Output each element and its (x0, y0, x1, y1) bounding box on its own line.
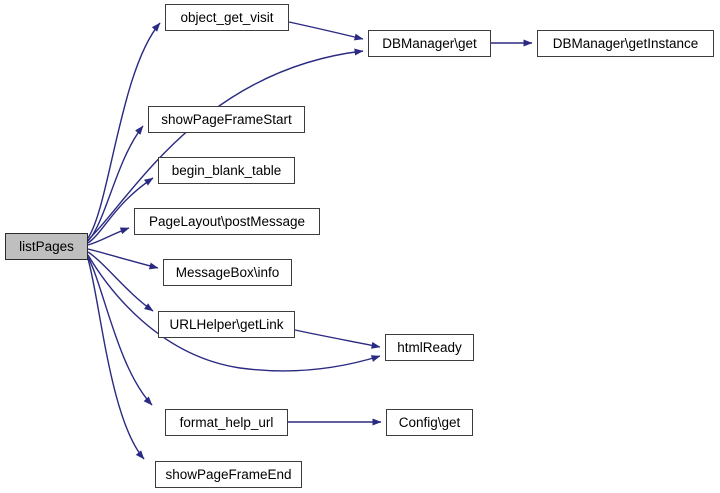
graph-node-label: DBManager\getInstance (552, 35, 699, 51)
graph-node-label: begin_blank_table (171, 162, 282, 178)
call-edge-listPages-to-begin_blank_table (87, 177, 154, 244)
edge-group (87, 21, 533, 460)
graph-node-begin_blank_table[interactable]: begin_blank_table (158, 157, 295, 184)
call-edge-listPages-to-showPageFrameEnd (87, 258, 145, 460)
call-edge-listPages-to-urlhelper_getlink (87, 251, 154, 312)
graph-node-label: PageLayout\postMessage (148, 213, 306, 229)
call-edge-listPages-to-object_get_visit (87, 22, 161, 239)
graph-node-label: listPages (19, 238, 74, 254)
graph-node-label: MessageBox\info (175, 264, 280, 280)
graph-node-object_get_visit[interactable]: object_get_visit (165, 4, 289, 31)
graph-node-label: DBManager\get (382, 35, 477, 51)
graph-node-label: format_help_url (179, 414, 274, 430)
call-edge-listPages-to-showPageFrameStart (87, 125, 144, 242)
graph-node-label: object_get_visit (180, 9, 274, 25)
call-edge-urlhelper_getlink-to-htmlready (294, 329, 381, 349)
graph-node-urlhelper_getlink[interactable]: URLHelper\getLink (158, 311, 295, 338)
graph-node-label: htmlReady (397, 339, 462, 355)
graph-node-format_help_url[interactable]: format_help_url (165, 409, 288, 436)
graph-node-htmlready[interactable]: htmlReady (385, 334, 474, 361)
call-edge-listPages-to-messagebox_info (87, 248, 159, 270)
graph-node-pagelayout_postmessage[interactable]: PageLayout\postMessage (134, 208, 320, 235)
graph-node-label: showPageFrameEnd (165, 466, 292, 482)
graph-node-label: URLHelper\getLink (169, 316, 284, 332)
graph-node-messagebox_info[interactable]: MessageBox\info (163, 259, 292, 286)
call-edge-listPages-to-htmlready (87, 254, 381, 372)
graph-node-label: Config\get (398, 414, 461, 430)
graph-node-dbmanager_get[interactable]: DBManager\get (368, 30, 491, 57)
graph-node-listPages[interactable]: listPages (5, 233, 88, 260)
graph-node-config_get[interactable]: Config\get (386, 409, 473, 436)
graph-node-dbmanager_getinstance[interactable]: DBManager\getInstance (537, 30, 714, 57)
graph-node-showPageFrameStart[interactable]: showPageFrameStart (148, 106, 305, 133)
graph-node-label: showPageFrameStart (161, 111, 292, 127)
call-edge-listPages-to-pagelayout_postmessage (87, 227, 130, 246)
call-edge-listPages-to-format_help_url (87, 256, 153, 406)
call-edge-object_get_visit-to-dbmanager_get (288, 21, 364, 41)
graph-node-showPageFrameEnd[interactable]: showPageFrameEnd (155, 461, 302, 488)
call-edge-listPages-to-dbmanager_get (87, 48, 364, 241)
